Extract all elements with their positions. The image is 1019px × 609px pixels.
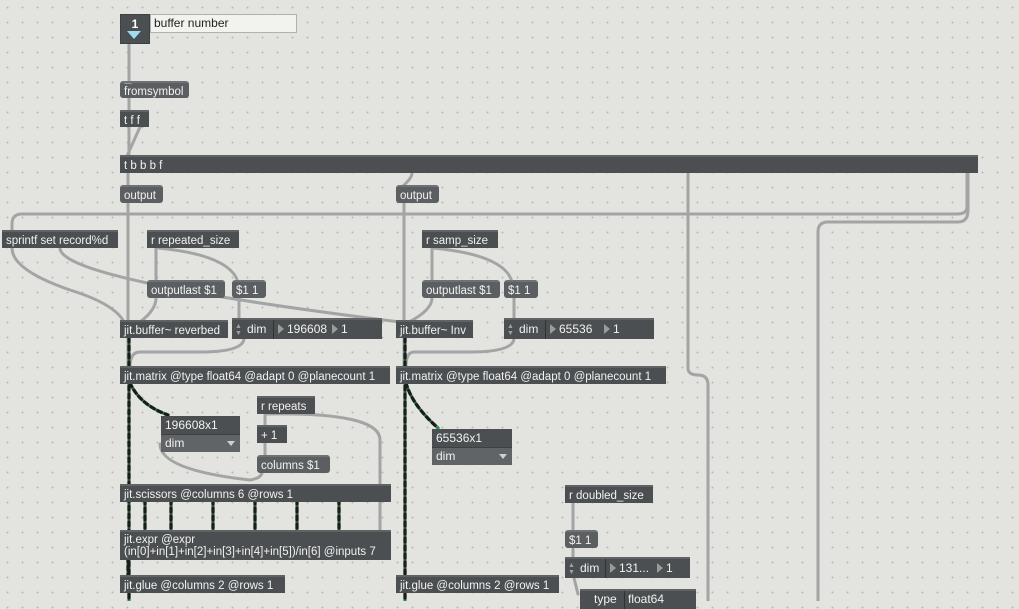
matrix-size: 196608x1 xyxy=(165,418,218,432)
jit-expr-object[interactable]: jit.expr @expr (in[0]+in[1]+in[2]+in[3]+… xyxy=(120,530,391,560)
cord xyxy=(404,336,516,369)
cord xyxy=(58,246,402,324)
trigger-tbbbf-object[interactable]: t b b b f xyxy=(120,155,978,173)
spinner-icon: ▲▼ xyxy=(507,323,514,337)
object-label: r samp_size xyxy=(426,235,488,247)
dim-dropdown[interactable]: dim xyxy=(432,447,512,465)
spinner-icon: ▲▼ xyxy=(568,562,575,576)
buffer-number-comment: buffer number xyxy=(150,14,297,33)
dim-field-1[interactable]: 65536 xyxy=(550,322,592,336)
jit-glue-left-object[interactable]: jit.glue @columns 2 @rows 1 xyxy=(120,575,285,593)
jit-matrix-right-object[interactable]: jit.matrix @type float64 @adapt 0 @plane… xyxy=(396,366,666,384)
jit-glue-right-object[interactable]: jit.glue @columns 2 @rows 1 xyxy=(396,575,559,593)
spinner-icon: ▲▼ xyxy=(235,323,242,337)
chevron-down-icon xyxy=(499,454,507,459)
matrix-size: 65536x1 xyxy=(436,431,483,445)
jit-buffer-inv-object[interactable]: jit.buffer~ Inv xyxy=(396,320,473,338)
object-label: jit.glue @columns 2 @rows 1 xyxy=(400,580,550,592)
jit-matrix-left-object[interactable]: jit.matrix @type float64 @adapt 0 @plane… xyxy=(120,366,390,384)
cord xyxy=(686,171,710,601)
attrui-label: dim xyxy=(247,322,267,336)
object-label: output xyxy=(124,190,156,202)
object-label: + 1 xyxy=(261,430,278,442)
fromsymbol-object[interactable]: fromsymbol xyxy=(120,81,189,98)
dim-attrui-left[interactable]: ▲▼ dim 196608 1 xyxy=(232,318,382,339)
cord xyxy=(128,336,246,369)
object-label: $1 1 xyxy=(236,285,259,297)
trigger-tff-object[interactable]: t f f xyxy=(120,110,149,127)
attrui-label: dim xyxy=(580,561,600,575)
object-label: jit.glue @columns 2 @rows 1 xyxy=(124,580,274,592)
dim-field-2[interactable]: 1 xyxy=(657,561,673,575)
outputlast-message-left[interactable]: outputlast $1 xyxy=(147,280,225,298)
outputlast-message-right[interactable]: outputlast $1 xyxy=(422,280,500,298)
object-label: t b b b f xyxy=(124,160,163,172)
receive-samp-size[interactable]: r samp_size xyxy=(422,230,498,248)
type-value[interactable]: float64 xyxy=(628,592,665,606)
dropdown-value: dim xyxy=(165,436,185,450)
dim-dropdown[interactable]: dim xyxy=(161,434,240,452)
object-label: r doubled_size xyxy=(569,490,644,502)
buffer-number-box[interactable]: 1 xyxy=(120,14,150,44)
cord xyxy=(125,125,142,158)
object-label: sprintf set record%d xyxy=(6,235,109,247)
cord xyxy=(431,246,514,284)
dim-field-2[interactable]: 1 xyxy=(604,322,620,336)
output-message-right[interactable]: output xyxy=(396,185,439,203)
attrui-label: dim xyxy=(519,322,539,336)
number-value: 1 xyxy=(131,17,139,31)
dim-field-1[interactable]: 131... xyxy=(610,561,649,575)
receive-repeated-size[interactable]: r repeated_size xyxy=(147,230,239,248)
columns-message[interactable]: columns $1 xyxy=(257,455,330,473)
cord xyxy=(10,246,126,324)
matrix-cord xyxy=(128,381,170,417)
object-label: outputlast $1 xyxy=(426,285,492,297)
jit-buffer-reverbed-object[interactable]: jit.buffer~ reverbed xyxy=(120,320,228,338)
object-label: t f f xyxy=(124,115,140,127)
cord xyxy=(407,296,434,324)
inlet[interactable] xyxy=(124,83,132,84)
attrui-label: type xyxy=(594,592,617,606)
plus-one-object[interactable]: + 1 xyxy=(257,425,287,443)
receive-doubled-size[interactable]: r doubled_size xyxy=(565,485,653,503)
matrix-info-left[interactable]: 196608x1 dim xyxy=(161,416,240,452)
cord xyxy=(138,296,158,324)
object-label: r repeats xyxy=(261,401,307,413)
object-label: output xyxy=(400,190,432,202)
output-message-left[interactable]: output xyxy=(120,185,163,203)
triangle-icon xyxy=(127,31,141,39)
object-label: $1 1 xyxy=(508,285,531,297)
object-label: outputlast $1 xyxy=(151,285,217,297)
dim-field-1[interactable]: 196608 xyxy=(278,322,327,336)
object-label: columns $1 xyxy=(261,460,320,472)
chevron-down-icon xyxy=(227,441,235,446)
dollar-message-bottom[interactable]: $1 1 xyxy=(565,530,598,548)
dim-attrui-bottom[interactable]: ▲▼ dim 131... 1 xyxy=(565,557,690,578)
object-label: fromsymbol xyxy=(124,86,184,98)
dropdown-value: dim xyxy=(436,449,456,463)
cord xyxy=(572,576,580,596)
object-label: jit.scissors @columns 6 @rows 1 xyxy=(124,489,294,501)
matrix-info-right[interactable]: 65536x1 dim xyxy=(432,429,512,465)
cord xyxy=(156,246,240,284)
object-label: jit.buffer~ reverbed xyxy=(124,325,220,337)
matrix-cord xyxy=(404,381,440,430)
cord xyxy=(816,171,970,601)
object-label: $1 1 xyxy=(569,535,592,547)
dollar-message-left[interactable]: $1 1 xyxy=(232,280,266,298)
object-label: r repeated_size xyxy=(151,235,231,247)
object-label: jit.matrix @type float64 @adapt 0 @plane… xyxy=(124,371,376,383)
jit-scissors-object[interactable]: jit.scissors @columns 6 @rows 1 xyxy=(120,484,391,502)
object-label-line-2: (in[0]+in[1]+in[2]+in[3]+in[4]+in[5])/in… xyxy=(124,546,376,558)
type-attrui[interactable]: type float64 xyxy=(580,589,696,609)
object-label: jit.buffer~ Inv xyxy=(400,325,466,337)
dim-field-2[interactable]: 1 xyxy=(332,322,348,336)
object-label: jit.expr @expr xyxy=(124,534,196,546)
dollar-message-right[interactable]: $1 1 xyxy=(504,280,538,298)
dim-attrui-right[interactable]: ▲▼ dim 65536 1 xyxy=(504,318,654,339)
receive-repeats[interactable]: r repeats xyxy=(257,396,315,414)
sprintf-object[interactable]: sprintf set record%d xyxy=(2,230,118,248)
object-label: jit.matrix @type float64 @adapt 0 @plane… xyxy=(400,371,652,383)
